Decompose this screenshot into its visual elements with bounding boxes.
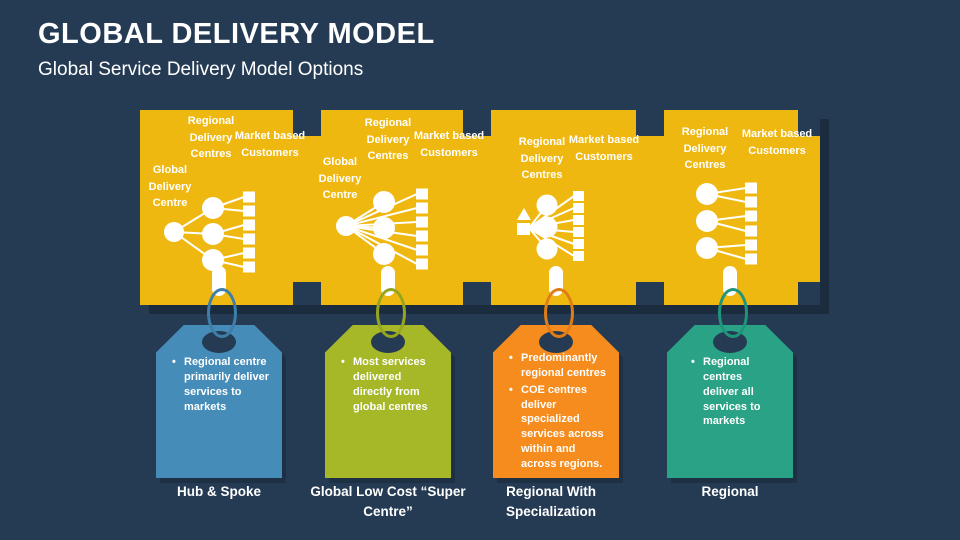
customer-node (573, 215, 584, 225)
customer-node (416, 244, 428, 256)
label-market-based-customers: Market based Customers (413, 130, 485, 159)
tag-string (718, 288, 748, 338)
tag-bullet-list: Regional centre primarily deliver servic… (156, 325, 282, 414)
customer-node (745, 253, 757, 265)
model-name-label: Global Low Cost “Super Centre” (310, 484, 466, 520)
regional-delivery-centre-node (536, 216, 558, 238)
customer-node (416, 216, 428, 228)
regional-delivery-centre-node (536, 194, 558, 216)
customer-node (243, 219, 255, 231)
tag-hole (202, 331, 236, 353)
puzzle-notch (636, 282, 664, 305)
tag-bullet-list: Regional centres deliver all services to… (667, 325, 793, 429)
customer-node (243, 247, 255, 259)
tag-hole (371, 331, 405, 353)
label-regional-delivery-centres: Regional Delivery Centres (681, 126, 729, 171)
coe-hub-node (517, 223, 530, 235)
tag-bullet-list: Predominantly regional centres COE centr… (493, 325, 619, 472)
tag-hub-and-spoke: Regional centre primarily deliver servic… (156, 325, 282, 478)
customer-node (416, 188, 428, 200)
tag-bullet: Regional centre primarily deliver servic… (172, 355, 274, 414)
tag-string (544, 288, 574, 338)
puzzle-notch (798, 282, 820, 305)
label-global-delivery-centre: Global Delivery Centre (148, 164, 192, 209)
tag-bullet: Regional centres deliver all services to… (691, 355, 773, 429)
regional-delivery-centre-node (696, 210, 718, 232)
customer-node (416, 258, 428, 270)
tag-bullet: Predominantly regional centres (509, 351, 611, 381)
tag-bullet: Most services delivered directly from gl… (341, 355, 443, 414)
label-regional-delivery-centres: Regional Delivery Centres (518, 136, 566, 181)
page-subtitle: Global Service Delivery Model Options (38, 59, 364, 80)
customer-node (243, 191, 255, 203)
customer-node (416, 202, 428, 214)
global-delivery-centre-node (336, 216, 356, 236)
puzzle-notch (463, 110, 491, 136)
tag-regional: Regional centres deliver all services to… (667, 325, 793, 478)
customer-node (573, 191, 584, 201)
customer-node (243, 261, 255, 273)
regional-delivery-centre-node (373, 191, 395, 213)
customer-node (243, 205, 255, 217)
tag-string (376, 288, 406, 338)
puzzle-notch (463, 282, 491, 305)
regional-delivery-centre-node (696, 237, 718, 259)
tag-global-low-cost: Most services delivered directly from gl… (325, 325, 451, 478)
diagram-regional (696, 182, 757, 265)
connector-line (345, 207, 418, 227)
customer-node (745, 196, 757, 208)
puzzle-notch (293, 110, 321, 136)
regional-delivery-centre-node (202, 249, 224, 271)
tag-string (207, 288, 237, 338)
regional-delivery-centre-node (696, 183, 718, 205)
label-regional-delivery-centres: Regional Delivery Centres (364, 117, 412, 162)
label-market-based-customers: Market based Customers (234, 130, 306, 159)
diagram-global-super-centre (336, 188, 428, 270)
puzzle-notch (636, 110, 664, 136)
customer-node (745, 182, 757, 194)
coe-marker-icon (517, 208, 531, 220)
label-regional-delivery-centres: Regional Delivery Centres (187, 115, 235, 160)
tag-hole (713, 331, 747, 353)
global-delivery-centre-node (164, 222, 184, 242)
tag-hole (539, 331, 573, 353)
regional-delivery-centre-node (373, 217, 395, 239)
regional-delivery-centre-node (202, 197, 224, 219)
puzzle-notch (293, 282, 321, 305)
customer-node (745, 225, 757, 237)
regional-delivery-centre-node (373, 243, 395, 265)
label-market-based-customers: Market based Customers (568, 134, 640, 163)
customer-node (573, 203, 584, 213)
model-name-label: Hub & Spoke (176, 484, 261, 499)
customer-node (573, 239, 584, 249)
customer-node (745, 210, 757, 222)
diagram-regional-specialization (517, 191, 584, 261)
diagram-hub-and-spoke (164, 191, 255, 273)
tag-bullet-list: Most services delivered directly from gl… (325, 325, 451, 414)
tag-regional-specialization: Predominantly regional centres COE centr… (493, 325, 619, 478)
regional-delivery-centre-node (202, 223, 224, 245)
puzzle-notch (798, 110, 820, 136)
customer-node (416, 230, 428, 242)
customer-node (573, 251, 584, 261)
customer-node (243, 233, 255, 245)
label-market-based-customers: Market based Customers (741, 128, 813, 157)
page-title: GLOBAL DELIVERY MODEL (38, 18, 435, 50)
regional-delivery-centre-node (536, 238, 558, 260)
model-name-label: Regional (701, 484, 759, 499)
tag-bullet: COE centres deliver specialized services… (509, 383, 611, 472)
label-global-delivery-centre: Global Delivery Centre (318, 156, 362, 201)
customer-node (573, 227, 584, 237)
model-name-label: Regional With Specialization (505, 484, 597, 520)
customer-node (745, 239, 757, 251)
